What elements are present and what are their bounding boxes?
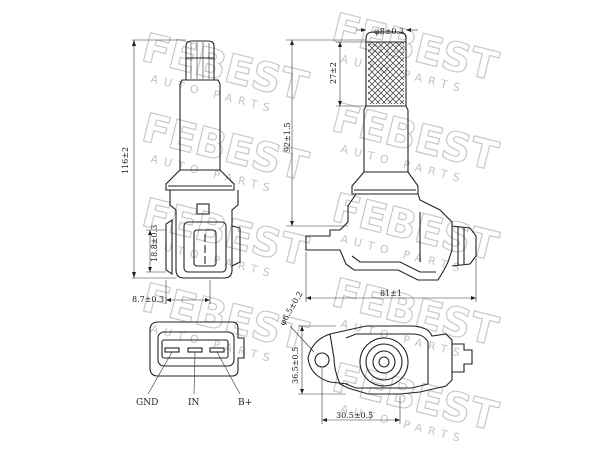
mount-ear [307,333,349,385]
dim-mount-width: 30.5±0.5 [336,411,373,420]
watermark-group: FEBEST AUTO PARTS FEBEST AUTO PARTS FEBE… [137,4,504,446]
top-body [329,325,453,395]
connector-face-view: GND IN B+ [136,321,252,408]
dim-tube-length: 92±1.5 [283,122,292,152]
front-connector-housing [183,221,227,273]
side-flange [351,171,419,195]
front-body [169,190,239,279]
side-connector [451,225,477,267]
dim-connector-offset: 8.7±0.3 [132,295,164,304]
connector-face-outline [149,321,245,377]
dim-mount-height: 36.5±0.5 [291,347,300,384]
pin-label-gnd: GND [136,398,158,408]
pin-label-in: IN [188,398,200,408]
pin-b-plus-slot [209,347,225,353]
side-boot-hatch [368,42,404,104]
pin-in-slot [187,347,203,353]
side-boot-tip [365,31,407,107]
top-connector [452,343,473,373]
dim-overall-width: 81±1 [380,289,402,298]
side-body [305,193,453,281]
front-boot-tip [185,40,215,81]
dim-boot-tip-diameter: φ8±0.3 [374,27,404,36]
pin-label-b-plus: B+ [238,398,252,408]
pin-gnd-slot [164,347,180,353]
front-connector [165,218,173,276]
front-view: 116±2 18.8±0.3 8.7±0.3 [121,39,241,304]
dim-total-height: 116±2 [121,147,130,174]
top-boss-outer [359,337,409,387]
dim-boot-tip-length: 27±2 [329,62,338,84]
front-flange [165,169,235,191]
dim-connector-height: 18.8±0.3 [150,225,159,262]
side-view: φ8±0.3 27±2 92±1.5 81±1 [283,27,477,302]
mount-hole [314,352,330,368]
top-view: φ6.5±0.2 36.5±0.5 30.5±0.5 [278,290,473,424]
